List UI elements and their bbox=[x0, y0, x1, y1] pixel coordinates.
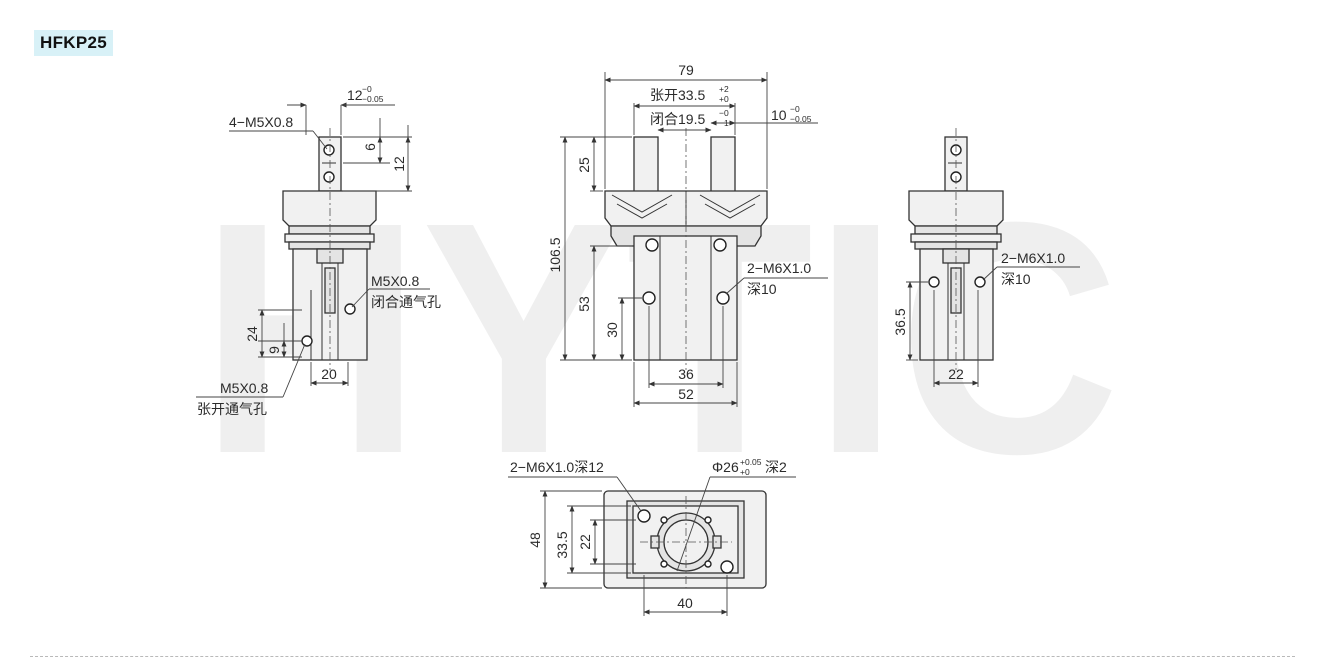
dim-front-79: 79 bbox=[678, 62, 694, 78]
tol-upper: −0 bbox=[790, 104, 800, 114]
label-right-thread: 2−M6X1.0 bbox=[1001, 250, 1065, 266]
tol-lower: −0.05 bbox=[362, 94, 384, 104]
tol-upper: −0 bbox=[719, 108, 729, 118]
dim-bottom-33-5: 33.5 bbox=[554, 531, 570, 558]
right-side-view: 2−M6X1.0 深10 36.5 22 bbox=[892, 128, 1080, 387]
tol-lower: +0 bbox=[740, 467, 750, 477]
tol-lower: −0.05 bbox=[790, 114, 812, 124]
bottom-view: 2−M6X1.0深12 Φ26 +0.05 +0 深2 48 33.5 22 4… bbox=[508, 457, 796, 616]
dim-left-9: 9 bbox=[266, 346, 282, 354]
dim-left-20: 20 bbox=[321, 366, 337, 382]
dim-front-52: 52 bbox=[678, 386, 694, 402]
dim-finger-width: 10 bbox=[771, 107, 787, 123]
dim-front-106-5: 106.5 bbox=[547, 237, 563, 272]
footer-divider bbox=[30, 656, 1295, 657]
tol-upper: +0.05 bbox=[740, 457, 762, 467]
dim-bottom-40: 40 bbox=[677, 595, 693, 611]
dim-left-24: 24 bbox=[244, 326, 260, 342]
tol-upper: −0 bbox=[362, 84, 372, 94]
dim-right-36-5: 36.5 bbox=[892, 308, 908, 335]
label-left-thread: 4−M5X0.8 bbox=[229, 114, 293, 130]
label-bore-suffix: 深2 bbox=[765, 459, 787, 475]
dim-left-12: 12 bbox=[347, 87, 363, 103]
label-close-port: M5X0.8 bbox=[371, 273, 419, 289]
label-close-stroke: 闭合19.5 bbox=[650, 111, 705, 127]
label-bore-prefix: Φ26 bbox=[712, 459, 739, 475]
left-side-view: 12 −0 −0.05 4−M5X0.8 6 12 M5X0.8 闭合通气孔 2… bbox=[196, 84, 441, 417]
label-right-depth: 深10 bbox=[1001, 271, 1031, 287]
label-close-port-text: 闭合通气孔 bbox=[371, 294, 441, 310]
label-open-stroke: 张开33.5 bbox=[650, 87, 705, 103]
tol-lower: +0 bbox=[719, 94, 729, 104]
front-view: 79 张开33.5 +2 +0 闭合19.5 −0 −1 10 −0 −0.05… bbox=[547, 62, 828, 407]
dim-front-36: 36 bbox=[678, 366, 694, 382]
dim-left-6: 6 bbox=[362, 143, 378, 151]
dim-bottom-48: 48 bbox=[527, 532, 543, 548]
dim-bottom-22: 22 bbox=[577, 534, 593, 550]
label-front-thread: 2−M6X1.0 bbox=[747, 260, 811, 276]
model-title: HFKP25 bbox=[34, 30, 113, 56]
dim-front-25: 25 bbox=[576, 157, 592, 173]
dim-right-22: 22 bbox=[948, 366, 964, 382]
dim-front-53: 53 bbox=[576, 296, 592, 312]
dim-left-12v: 12 bbox=[391, 156, 407, 172]
label-open-port: M5X0.8 bbox=[220, 380, 268, 396]
label-bottom-thread: 2−M6X1.0深12 bbox=[510, 459, 604, 475]
dim-front-30: 30 bbox=[604, 322, 620, 338]
label-front-depth: 深10 bbox=[747, 281, 777, 297]
tol-upper: +2 bbox=[719, 84, 729, 94]
label-open-port-text: 张开通气孔 bbox=[197, 401, 267, 417]
